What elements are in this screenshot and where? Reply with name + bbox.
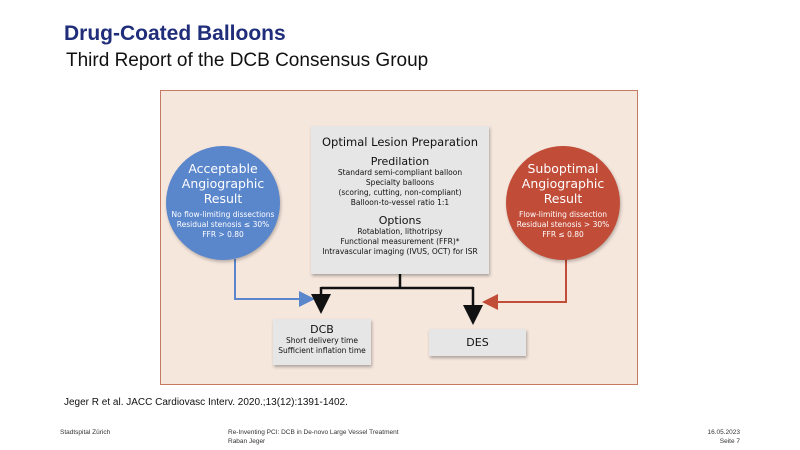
citation: Jeger R et al. JACC Cardiovasc Interv. 2… (64, 397, 348, 408)
footer-date: 16.05.2023 (707, 429, 740, 436)
des-box: DES (429, 329, 526, 356)
dcb-line: Sufficient inflation time (278, 346, 366, 355)
footer-page-number: Seite 7 (719, 438, 740, 445)
suboptimal-criterion: Residual stenosis > 30% (516, 220, 610, 229)
footer-talk-title: Re-Inventing PCI: DCB in De-novo Large V… (228, 429, 399, 436)
footer-presentation: Re-Inventing PCI: DCB in De-novo Large V… (228, 428, 399, 446)
lesion-preparation-box: Optimal Lesion Preparation Predilation S… (311, 126, 489, 274)
suboptimal-title-line: Suboptimal (527, 161, 599, 176)
predilation-heading: Predilation (370, 155, 430, 168)
acceptable-arrow (234, 259, 315, 307)
acceptable-criterion: FFR > 0.80 (202, 230, 244, 239)
footer-meta: 16.05.2023 Seite 7 (707, 428, 740, 446)
suboptimal-arrow (482, 259, 567, 310)
dcb-title: DCB (310, 323, 334, 336)
acceptable-title-line: Result (203, 191, 243, 206)
suboptimal-title-line: Result (543, 191, 583, 206)
footer-institution: Stadtspital Zürich (60, 429, 111, 436)
acceptable-criterion: No flow-limiting dissections (171, 210, 275, 219)
option-item: Intravascular imaging (IVUS, OCT) for IS… (322, 247, 478, 256)
acceptable-title-line: Angiographic (181, 176, 265, 191)
dcb-line: Short delivery time (286, 336, 358, 345)
dcb-box: DCB Short delivery time Sufficient infla… (273, 319, 371, 365)
options-heading: Options (378, 214, 422, 227)
acceptable-title-line: Acceptable (188, 161, 258, 176)
predilation-item: (scoring, cutting, non-compliant) (338, 188, 462, 197)
preparation-title: Optimal Lesion Preparation (321, 135, 479, 149)
suboptimal-title-line: Angiographic (521, 176, 605, 191)
connector-arrows (234, 259, 567, 325)
suboptimal-criterion: FFR ≤ 0.80 (542, 230, 584, 239)
predilation-item: Standard semi-compliant balloon (337, 168, 463, 177)
option-item: Functional measurement (FFR)* (340, 237, 460, 246)
option-item: Rotablation, lithotripsy (357, 227, 443, 236)
footer-presenter: Raban Jeger (228, 438, 266, 445)
predilation-item: Specialty balloons (365, 178, 435, 187)
acceptable-criterion: Residual stenosis ≤ 30% (176, 220, 270, 229)
slide-subtitle: Third Report of the DCB Consensus Group (66, 50, 429, 71)
predilation-item: Balloon-to-vessel ratio 1:1 (350, 198, 450, 207)
slide-title: Drug-Coated Balloons (64, 22, 286, 45)
suboptimal-criterion: Flow-limiting dissection (518, 210, 608, 219)
